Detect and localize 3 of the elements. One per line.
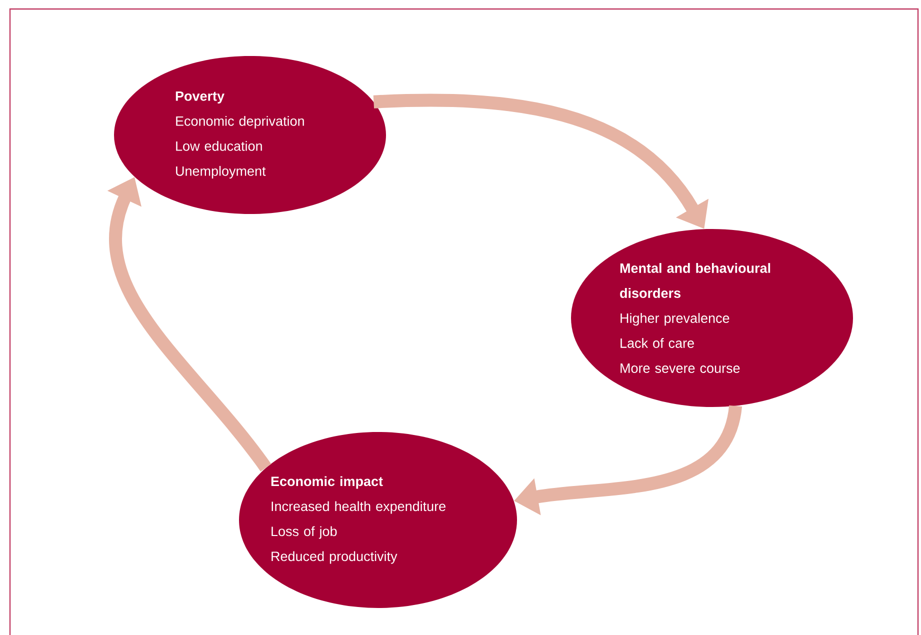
ellipse-node: Poverty Economic deprivation Low education Unemployment <box>114 56 386 214</box>
ellipse-node: Economic impact Increased health expenditure Loss of job Reduced productivity <box>239 432 517 608</box>
ellipse-node: Mental and behavioural disorders Higher prevalence Lack of care More severe course <box>571 229 853 407</box>
